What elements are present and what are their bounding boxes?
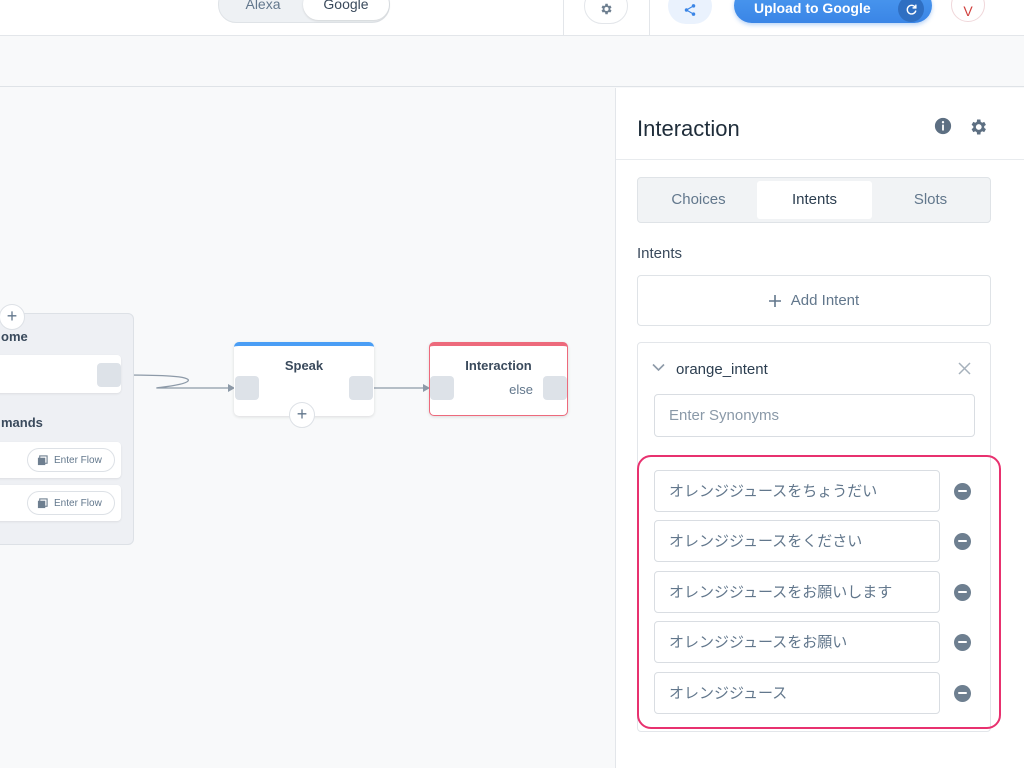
add-step-button[interactable]: +: [289, 402, 315, 428]
avatar[interactable]: V: [951, 0, 985, 22]
panel-title: Interaction: [637, 116, 740, 141]
enter-flow-button[interactable]: Enter Flow: [27, 491, 115, 515]
sub-toolbar: [0, 37, 1024, 87]
commands-title: mands: [1, 415, 43, 430]
intent-card: orange_intent オレンジジュースをちょうだい オレンジジュースをくだ…: [637, 342, 991, 732]
remove-utterance-icon[interactable]: [954, 634, 971, 651]
editor-panel: Interaction Choices Intents Slots Intent…: [615, 88, 1024, 768]
plus-icon: [768, 294, 781, 307]
upload-button[interactable]: Upload to Google: [734, 0, 932, 23]
utterance-row: オレンジジュースをお願い: [654, 621, 984, 663]
enter-flow-button[interactable]: Enter Flow: [27, 448, 115, 472]
tab-choices[interactable]: Choices: [671, 191, 726, 208]
panel-header: Interaction: [616, 88, 1024, 160]
flow-icon: [37, 497, 48, 508]
tab-slots[interactable]: Slots: [913, 191, 948, 208]
divider: [649, 0, 650, 36]
wire-arrow-interaction: [423, 384, 430, 392]
platform-option-alexa[interactable]: Alexa: [245, 0, 281, 12]
utterance-input[interactable]: オレンジジュースをお願いします: [654, 571, 940, 613]
flow-icon: [37, 454, 48, 465]
gear-icon: [601, 3, 612, 15]
wire-arrow-speak: [228, 384, 235, 392]
else-output-port[interactable]: [543, 376, 567, 400]
command-row[interactable]: Enter Flow: [0, 442, 121, 478]
section-label: Intents: [637, 245, 683, 262]
utterance-input[interactable]: オレンジジュースをお願い: [654, 621, 940, 663]
refresh-icon: [898, 0, 924, 22]
platform-toggle: Alexa Google: [218, 0, 390, 23]
enter-flow-label: Enter Flow: [54, 497, 102, 509]
output-port[interactable]: [349, 376, 373, 400]
output-port[interactable]: [97, 363, 121, 387]
remove-utterance-icon[interactable]: [954, 584, 971, 601]
share-button[interactable]: [668, 0, 712, 24]
input-port[interactable]: [430, 376, 454, 400]
close-icon[interactable]: [958, 362, 971, 375]
divider: [563, 0, 564, 36]
intent-name[interactable]: orange_intent: [676, 361, 768, 378]
info-icon[interactable]: [934, 117, 952, 135]
enter-flow-label: Enter Flow: [54, 454, 102, 466]
synonyms-input[interactable]: [654, 394, 975, 437]
remove-utterance-icon[interactable]: [954, 483, 971, 500]
home-block-title: ome: [1, 329, 28, 344]
utterance-input[interactable]: オレンジジュースをください: [654, 520, 940, 562]
flow-canvas[interactable]: ome mands Enter Flow Enter Flow + Speak …: [0, 88, 615, 768]
utterance-row: オレンジジュース: [654, 672, 984, 714]
connection-wires: [119, 374, 430, 392]
utterances-highlight: [637, 455, 1001, 729]
home-start-step[interactable]: [0, 355, 121, 393]
remove-utterance-icon[interactable]: [954, 533, 971, 550]
add-intent-label: Add Intent: [790, 292, 860, 309]
tab-intents[interactable]: Intents: [757, 181, 872, 219]
gear-icon[interactable]: [968, 117, 988, 137]
settings-button[interactable]: [584, 0, 628, 24]
share-icon: [684, 4, 696, 16]
utterance-row: オレンジジュースをお願いします: [654, 571, 984, 613]
interaction-node-title: Interaction: [465, 358, 532, 373]
wire-home-to-speak: [119, 374, 232, 389]
utterance-input[interactable]: オレンジジュースをちょうだい: [654, 470, 940, 512]
utterance-input[interactable]: オレンジジュース: [654, 672, 940, 714]
chevron-down-icon[interactable]: [652, 363, 665, 372]
interaction-node[interactable]: Interaction else: [429, 342, 568, 416]
utterance-row: オレンジジュースをちょうだい: [654, 470, 984, 512]
top-bar: Alexa Google Upload to Google V: [0, 0, 1024, 36]
utterance-row: オレンジジュースをください: [654, 520, 984, 562]
remove-utterance-icon[interactable]: [954, 685, 971, 702]
command-row[interactable]: Enter Flow: [0, 485, 121, 521]
speak-node-title: Speak: [284, 358, 324, 373]
add-step-button[interactable]: +: [0, 304, 25, 330]
panel-tabs: Choices Intents Slots: [637, 177, 991, 223]
home-block[interactable]: ome mands Enter Flow Enter Flow: [0, 313, 134, 545]
upload-label: Upload to Google: [754, 0, 871, 16]
input-port[interactable]: [235, 376, 259, 400]
platform-option-google[interactable]: Google: [303, 0, 389, 20]
else-label: else: [509, 382, 533, 397]
add-intent-button[interactable]: Add Intent: [637, 275, 991, 326]
